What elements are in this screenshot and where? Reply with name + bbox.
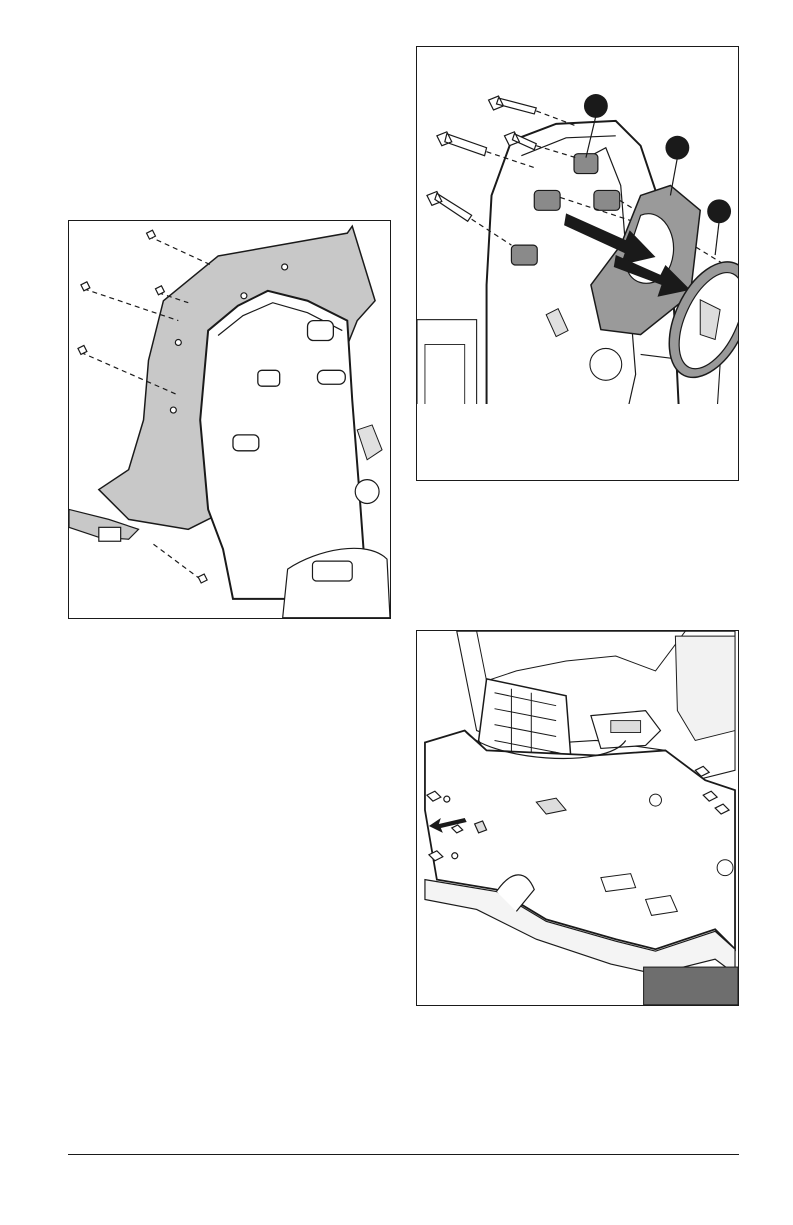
deck-bolts-illustration [417,631,738,1005]
footer-rule [68,1154,739,1155]
support-block [644,967,738,1005]
figure-chute-plate-exploded [416,46,739,481]
figure-deck-bolts [416,630,739,1006]
figure-caption-area [417,404,738,480]
figure-chute-removal [68,220,391,619]
callout-3 [707,199,731,223]
callout-2 [665,136,689,160]
callout-1 [584,94,608,118]
chute-bolts-illustration [69,221,390,618]
